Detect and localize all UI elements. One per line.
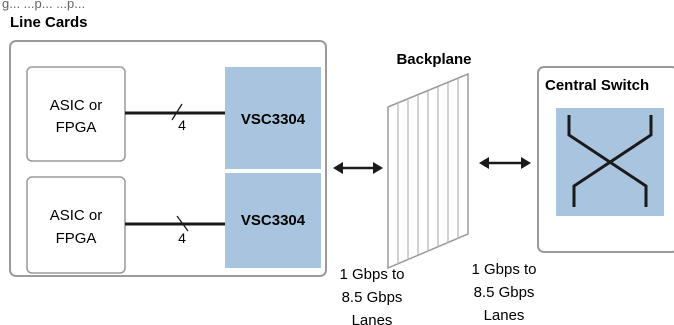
link-right-line1: 1 Gbps to bbox=[471, 261, 536, 278]
caption-fragment: g... ...p... ...p... bbox=[2, 0, 85, 11]
bus-width-1: 4 bbox=[178, 117, 186, 133]
link-label-right: 1 Gbps to 8.5 Gbps Lanes bbox=[471, 261, 536, 324]
chip-label-2: VSC3304 bbox=[241, 212, 306, 229]
link-right-line2: 8.5 Gbps bbox=[474, 284, 535, 301]
link-left-line1: 1 Gbps to bbox=[339, 266, 404, 283]
asic-fpga-box-1 bbox=[26, 66, 126, 162]
asic-label-1b: FPGA bbox=[56, 119, 97, 136]
link-right-line3: Lanes bbox=[484, 307, 525, 324]
vsc3304-chip-2 bbox=[225, 173, 321, 268]
asic-label-2a: ASIC or bbox=[50, 207, 103, 224]
backplane-title: Backplane bbox=[396, 51, 471, 68]
double-arrow-right bbox=[479, 157, 531, 169]
asic-fpga-box-2 bbox=[26, 176, 126, 274]
bus-slash-2 bbox=[176, 215, 189, 232]
double-arrow-left bbox=[333, 162, 383, 174]
asic-label-2b: FPGA bbox=[56, 230, 97, 247]
bus-slash-1 bbox=[171, 103, 183, 121]
bus-width-2: 4 bbox=[178, 230, 186, 246]
backplane-board bbox=[387, 72, 469, 270]
vsc3304-chip-1 bbox=[225, 67, 321, 169]
central-switch-title: Central Switch bbox=[545, 77, 649, 94]
line-cards-title: Line Cards bbox=[10, 14, 88, 31]
crossbar-icon bbox=[567, 115, 653, 207]
asic-label-1a: ASIC or bbox=[50, 97, 103, 114]
link-label-left: 1 Gbps to 8.5 Gbps Lanes bbox=[339, 266, 404, 325]
link-left-line2: 8.5 Gbps bbox=[342, 289, 403, 306]
link-left-line3: Lanes bbox=[352, 312, 393, 325]
chip-label-1: VSC3304 bbox=[241, 111, 306, 128]
